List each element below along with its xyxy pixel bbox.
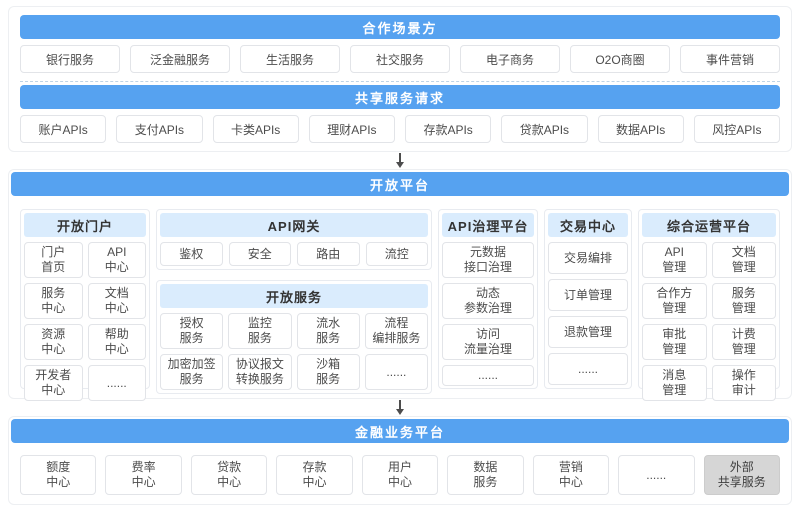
dots-cell: ...... — [364, 354, 428, 390]
arrow-head — [396, 162, 404, 168]
api-governance-header: API治理平台 — [442, 213, 534, 237]
operation-cell: API 管理 — [642, 242, 707, 278]
api-gateway-row: 鉴权 安全 路由 流控 — [160, 242, 428, 266]
open-platform-panel: 开放平台 开放门户 门户 首页 API 中心 服务 中心 文档 中心 资源 中心… — [8, 169, 792, 401]
dashed-divider — [20, 81, 780, 82]
trade-center-header: 交易中心 — [548, 213, 628, 237]
open-service-cell: 流水 服务 — [296, 313, 360, 349]
gateway-cell: 鉴权 — [160, 242, 223, 266]
trade-cell: 交易编排 — [548, 242, 628, 274]
open-service-cell: 授权 服务 — [160, 313, 224, 349]
finance-cell: 数据 服务 — [447, 455, 524, 495]
operation-cell: 操作 审计 — [711, 365, 776, 401]
api-box: 支付APIs — [116, 115, 203, 143]
finance-cell: 费率 中心 — [105, 455, 182, 495]
api-box: 风控APIs — [693, 115, 780, 143]
column-open-portal: 开放门户 门户 首页 API 中心 服务 中心 文档 中心 资源 中心 帮助 中… — [20, 209, 150, 401]
api-box: 数据APIs — [597, 115, 684, 143]
portal-cell: 帮助 中心 — [87, 324, 146, 360]
open-platform-content: 开放门户 门户 首页 API 中心 服务 中心 文档 中心 资源 中心 帮助 中… — [11, 196, 789, 401]
partner-box: O2O商圈 — [570, 45, 670, 73]
finance-cell: 存款 中心 — [276, 455, 353, 495]
operation-cell: 审批 管理 — [642, 324, 707, 360]
dots-cell: ...... — [618, 455, 695, 495]
financial-platform-panel: 金融业务平台 额度 中心 费率 中心 贷款 中心 存款 中心 用户 中心 数据 … — [8, 416, 792, 505]
operation-cell: 计费 管理 — [711, 324, 776, 360]
dots-cell: ...... — [548, 353, 628, 385]
portal-cell: 资源 中心 — [24, 324, 83, 360]
partner-box: 生活服务 — [240, 45, 340, 73]
financial-platform-row: 额度 中心 费率 中心 贷款 中心 存款 中心 用户 中心 数据 服务 营销 中… — [20, 455, 780, 495]
column-operation-platform: 综合运营平台 API 管理 文档 管理 合作方 管理 服务 管理 审批 管理 计… — [638, 209, 780, 401]
partner-box: 电子商务 — [460, 45, 560, 73]
arrow-head — [396, 409, 404, 415]
arrow-line — [399, 400, 401, 409]
requests-row: 账户APIs 支付APIs 卡类APIs 理财APIs 存款APIs 贷款API… — [20, 115, 780, 143]
finance-cell: 营销 中心 — [532, 455, 610, 495]
partner-box: 泛金融服务 — [130, 45, 230, 73]
partner-box: 社交服务 — [350, 45, 450, 73]
open-service-cell: 沙箱 服务 — [296, 354, 360, 390]
column-api-gateway: API网关 鉴权 安全 路由 流控 开放服务 授权 服务 监控 服务 — [156, 209, 432, 394]
api-box: 卡类APIs — [212, 115, 299, 143]
operation-platform-header: 综合运营平台 — [642, 213, 776, 237]
api-box: 账户APIs — [20, 115, 107, 143]
open-services-grid: 授权 服务 监控 服务 流水 服务 流程 编排服务 加密加签 服务 协议报文 转… — [160, 313, 428, 390]
dots-cell: ...... — [442, 365, 534, 386]
open-platform-title-bar: 开放平台 — [11, 172, 789, 196]
partner-box: 银行服务 — [20, 45, 120, 73]
arrow-down-icon — [395, 153, 405, 168]
operation-cell: 文档 管理 — [711, 242, 776, 278]
partners-title-bar: 合作场景方 — [20, 15, 780, 39]
open-portal-grid: 门户 首页 API 中心 服务 中心 文档 中心 资源 中心 帮助 中心 开发者… — [24, 242, 146, 401]
operation-cell: 消息 管理 — [642, 365, 707, 401]
api-box: 贷款APIs — [501, 115, 588, 143]
column-trade-center: 交易中心 交易编排 订单管理 退款管理 ...... — [544, 209, 632, 389]
portal-cell: 文档 中心 — [87, 283, 146, 319]
operation-platform-grid: API 管理 文档 管理 合作方 管理 服务 管理 审批 管理 计费 管理 消息… — [642, 242, 776, 401]
open-service-cell: 协议报文 转换服务 — [228, 354, 292, 390]
api-gateway-panel: API网关 鉴权 安全 路由 流控 — [156, 209, 432, 270]
open-services-header: 开放服务 — [160, 284, 428, 308]
trade-cell: 订单管理 — [548, 279, 628, 311]
portal-cell: 服务 中心 — [24, 283, 83, 319]
partner-request-panel: 合作场景方 银行服务 泛金融服务 生活服务 社交服务 电子商务 O2O商圈 事件… — [8, 6, 792, 152]
partner-box: 事件营销 — [680, 45, 780, 73]
column-api-governance: API治理平台 元数据 接口治理 动态 参数治理 访问 流量治理 ...... — [438, 209, 538, 389]
portal-cell: 门户 首页 — [24, 242, 83, 278]
open-service-cell: 流程 编排服务 — [364, 313, 428, 349]
open-services-panel: 开放服务 授权 服务 监控 服务 流水 服务 流程 编排服务 加密加签 服务 协… — [156, 280, 432, 394]
open-platform-columns: 开放门户 门户 首页 API 中心 服务 中心 文档 中心 资源 中心 帮助 中… — [20, 209, 780, 401]
gateway-cell: 安全 — [228, 242, 291, 266]
partners-row: 银行服务 泛金融服务 生活服务 社交服务 电子商务 O2O商圈 事件营销 — [20, 45, 780, 73]
trade-center-stack: 交易编排 订单管理 退款管理 ...... — [548, 242, 628, 385]
arrow-down-icon — [395, 400, 405, 415]
open-portal-header: 开放门户 — [24, 213, 146, 237]
finance-cell: 额度 中心 — [20, 455, 97, 495]
trade-cell: 退款管理 — [548, 316, 628, 348]
financial-platform-content: 额度 中心 费率 中心 贷款 中心 存款 中心 用户 中心 数据 服务 营销 中… — [11, 443, 789, 495]
external-shared-services-cell: 外部 共享服务 — [703, 455, 780, 495]
api-box: 存款APIs — [405, 115, 492, 143]
open-service-cell: 加密加签 服务 — [160, 354, 224, 390]
finance-cell: 用户 中心 — [361, 455, 439, 495]
gateway-cell: 流控 — [365, 242, 428, 266]
api-governance-stack: 元数据 接口治理 动态 参数治理 访问 流量治理 ...... — [442, 242, 534, 386]
financial-platform-title-bar: 金融业务平台 — [11, 419, 789, 443]
portal-cell: API 中心 — [87, 242, 146, 278]
requests-title-bar: 共享服务请求 — [20, 85, 780, 109]
governance-cell: 元数据 接口治理 — [442, 242, 534, 278]
api-box: 理财APIs — [308, 115, 395, 143]
operation-cell: 合作方 管理 — [642, 283, 707, 319]
dots-cell: ...... — [87, 365, 146, 401]
gateway-cell: 路由 — [297, 242, 360, 266]
portal-cell: 开发者 中心 — [24, 365, 83, 401]
finance-cell: 贷款 中心 — [190, 455, 268, 495]
governance-cell: 访问 流量治理 — [442, 324, 534, 360]
operation-cell: 服务 管理 — [711, 283, 776, 319]
governance-cell: 动态 参数治理 — [442, 283, 534, 319]
open-service-cell: 监控 服务 — [228, 313, 292, 349]
arrow-line — [399, 153, 401, 162]
api-gateway-header: API网关 — [160, 213, 428, 237]
